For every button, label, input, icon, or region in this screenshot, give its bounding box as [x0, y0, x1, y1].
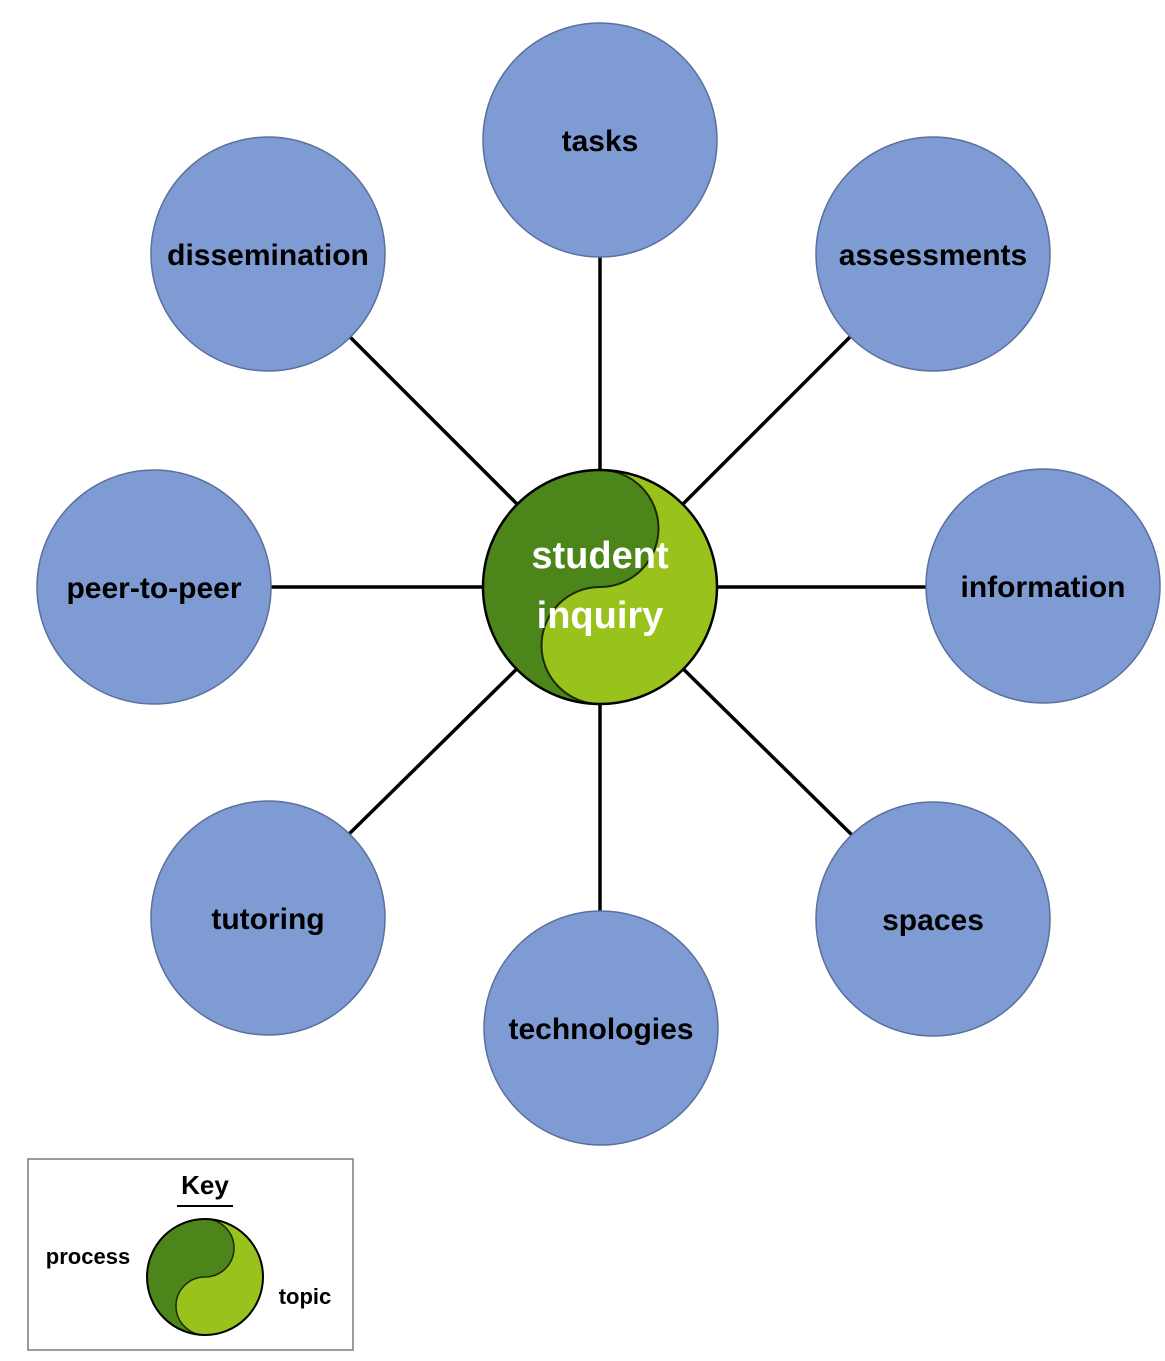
node-label-information: information	[961, 571, 1126, 604]
node-label-tutoring: tutoring	[211, 903, 324, 936]
center-process-half	[483, 470, 659, 704]
node-information: information	[925, 468, 1161, 704]
node-peer-to-peer: peer-to-peer	[36, 469, 272, 705]
key-process-label: process	[46, 1244, 130, 1269]
center-label-line1: student	[531, 535, 669, 577]
center-swirl-line	[540, 469, 660, 705]
node-label-peer-to-peer: peer-to-peer	[66, 572, 241, 605]
node-label-assessments: assessments	[839, 239, 1027, 272]
node-tasks: tasks	[482, 22, 718, 258]
key-topic-label: topic	[279, 1284, 332, 1309]
node-label-technologies: technologies	[508, 1013, 693, 1046]
node-tutoring: tutoring	[150, 800, 386, 1036]
node-label-dissemination: dissemination	[167, 239, 369, 272]
center-label-line2: inquiry	[537, 595, 664, 637]
node-assessments: assessments	[815, 136, 1051, 372]
key-title: Key	[181, 1170, 229, 1200]
center-node: student inquiry	[481, 468, 719, 706]
node-label-tasks: tasks	[562, 125, 639, 158]
node-label-spaces: spaces	[882, 904, 984, 937]
key-box: Key process topic	[27, 1158, 354, 1351]
node-dissemination: dissemination	[150, 136, 386, 372]
key-yin-yang-icon	[146, 1218, 264, 1336]
node-technologies: technologies	[483, 910, 719, 1146]
node-spaces: spaces	[815, 801, 1051, 1037]
